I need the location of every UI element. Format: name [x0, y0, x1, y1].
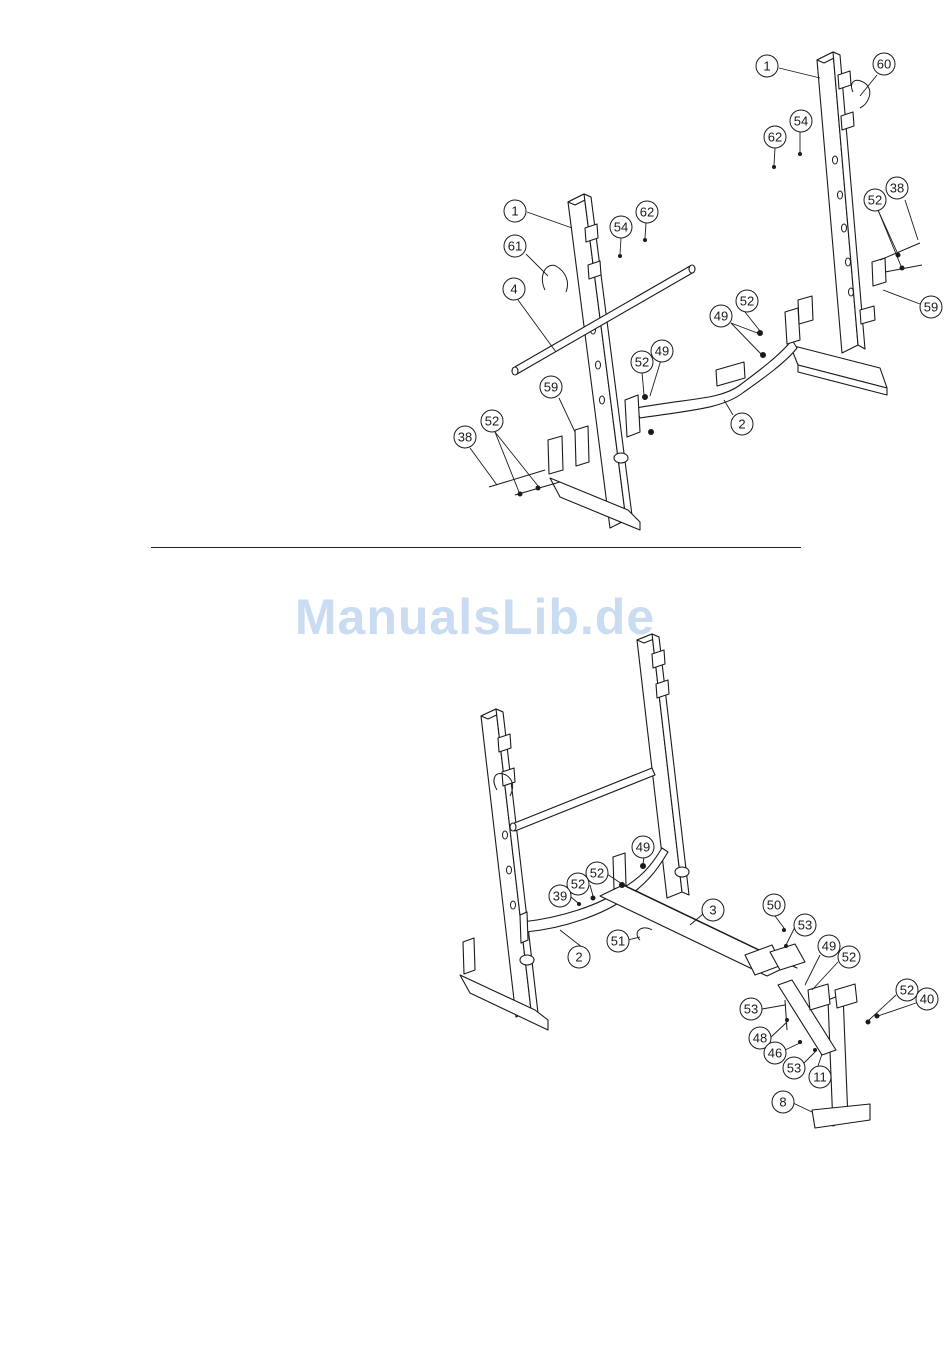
- callout-b-8: 8: [772, 1091, 794, 1113]
- callout-b-53a: 53: [794, 914, 816, 936]
- svg-text:2: 2: [575, 950, 582, 965]
- svg-text:40: 40: [920, 992, 934, 1007]
- svg-text:52: 52: [900, 983, 914, 998]
- bottom-cross-bar: [510, 768, 655, 831]
- callout-b-40: 40: [916, 988, 938, 1010]
- svg-text:49: 49: [822, 939, 836, 954]
- svg-text:51: 51: [611, 934, 625, 949]
- svg-text:39: 39: [553, 889, 567, 904]
- callout-b-3: 3: [702, 899, 724, 921]
- callout-b-51: 51: [607, 930, 629, 952]
- svg-text:49: 49: [636, 840, 650, 855]
- callout-b-52c: 52: [838, 946, 860, 968]
- callout-b-53c: 53: [783, 1057, 805, 1079]
- callout-b-52d: 52: [896, 979, 918, 1001]
- callout-b-11: 11: [809, 1066, 831, 1088]
- svg-text:46: 46: [768, 1046, 782, 1061]
- callout-b-50: 50: [763, 894, 785, 916]
- callout-b-49b: 49: [818, 935, 840, 957]
- callout-b-2: 2: [568, 946, 590, 968]
- callout-b-46: 46: [764, 1042, 786, 1064]
- svg-text:52: 52: [590, 866, 604, 881]
- svg-text:50: 50: [767, 898, 781, 913]
- svg-text:53: 53: [798, 918, 812, 933]
- callout-b-53b: 53: [740, 998, 762, 1020]
- bottom-right-upright: [613, 634, 689, 898]
- svg-text:8: 8: [779, 1095, 786, 1110]
- svg-text:48: 48: [753, 1031, 767, 1046]
- svg-text:53: 53: [787, 1061, 801, 1076]
- svg-text:52: 52: [842, 950, 856, 965]
- svg-text:3: 3: [709, 903, 716, 918]
- svg-text:52: 52: [571, 877, 585, 892]
- svg-text:53: 53: [744, 1002, 758, 1017]
- callout-b-39: 39: [549, 885, 571, 907]
- callout-b-49a: 49: [632, 836, 654, 858]
- callout-b-52a: 52: [586, 862, 608, 884]
- bottom-left-upright: [460, 709, 548, 1030]
- svg-text:11: 11: [813, 1070, 827, 1085]
